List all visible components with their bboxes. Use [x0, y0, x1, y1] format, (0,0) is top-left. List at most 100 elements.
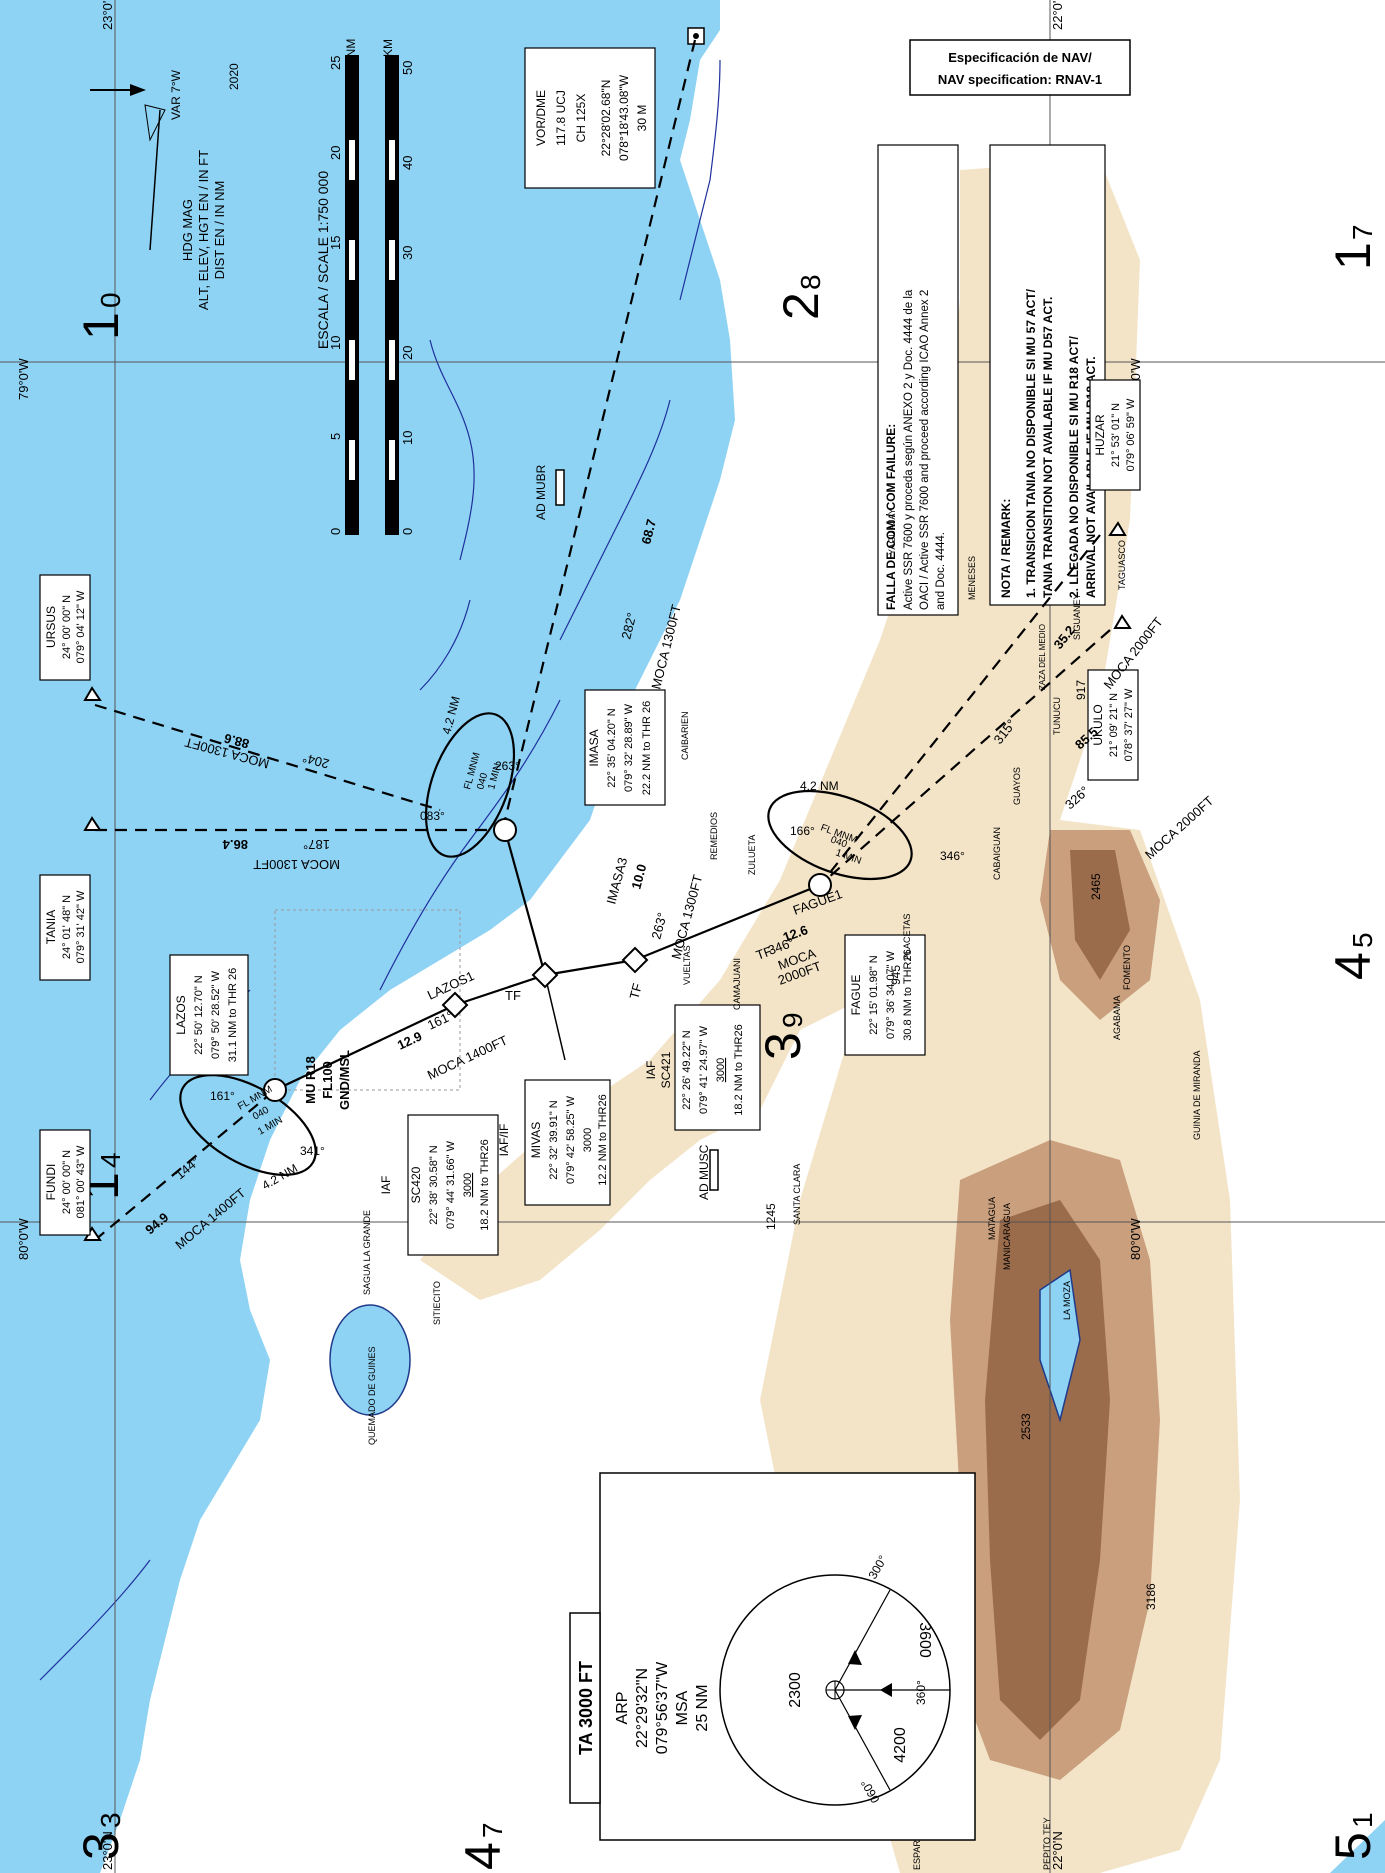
north-arrow: VAR 7°W 2020	[90, 63, 241, 251]
wp-ukulo: UKULO 21° 09' 21" N 078° 37' 27" W	[1087, 669, 1139, 781]
imasa-lat: 22° 35' 04.20" N	[606, 708, 618, 788]
imasa-hold-fl-val: 040	[475, 771, 490, 790]
hold-imasa	[424, 712, 516, 858]
remark-title: NOTA / REMARK:	[999, 499, 1013, 598]
grid-number-47-sub: 7	[477, 1822, 508, 1838]
tf-label-2: TF	[626, 981, 645, 1000]
airport-mubr: AD MUBR	[534, 464, 565, 520]
scale-km-0: 0	[400, 528, 415, 535]
place-names: YAGUAJAY MENESES TAGUASCO SIGUANEY ZAZA …	[362, 508, 1202, 1870]
sc420-dist: 18.2 NM to THR26	[479, 1139, 491, 1231]
remark-line3: 2. LLEGADA NO DISPONIBLE SI MU R18 ACT/	[1067, 336, 1081, 598]
huzar-name: HUZAR	[1093, 414, 1107, 456]
legend-dist: DIST EN / IN NM	[212, 181, 227, 280]
ukulo-lon: 078° 37' 27" W	[1123, 688, 1135, 761]
sc420-lat: 22° 38' 30.58" N	[428, 1145, 440, 1225]
lat-label-22n-top: 22°0'N	[1050, 0, 1065, 30]
nav-spec-line2: NAV specification: RNAV-1	[938, 72, 1102, 87]
mivas-lat: 22° 32' 39.91" N	[548, 1100, 560, 1180]
ukulo-lat: 21° 09' 21" N	[1108, 693, 1120, 757]
restricted-lower: GND/MSL	[337, 1050, 352, 1110]
town-santa-clara: SANTA CLARA	[792, 1164, 802, 1225]
msa-sector-2300: 2300	[787, 1672, 804, 1708]
msa-sector-line-060	[834, 1689, 891, 1791]
scale-label: ESCALA / SCALE 1:750 000	[315, 171, 331, 349]
mivas-dist: 12.2 NM to THR26	[597, 1094, 609, 1186]
grid-number-51: 5	[1325, 1832, 1381, 1860]
scale-nm-15: 15	[328, 236, 343, 250]
hold-fague	[767, 789, 913, 881]
elev-3186: 3186	[1144, 1583, 1158, 1610]
ukulo-name: UKULO	[1091, 704, 1105, 745]
scale-nm-0: 0	[328, 528, 343, 535]
waypoint-symbols	[83, 521, 1132, 1241]
lake-sagua	[329, 1304, 411, 1416]
wp-tania: TANIA 24° 01' 48" N 079° 31' 42" W	[39, 874, 91, 981]
tania-dist: 86.4	[222, 837, 248, 852]
fague-hold-inbound: 346°	[940, 849, 965, 863]
lazos-dist: 31.1 NM to THR 26	[227, 968, 239, 1063]
sc421-alt: 3000	[715, 1058, 727, 1082]
wp-mivas: IAF/IF MIVAS 22° 32' 39.91" N 079° 42' 5…	[497, 1079, 611, 1206]
sc421-type: IAF	[644, 1061, 658, 1080]
elev-2465: 2465	[1089, 873, 1103, 900]
grid-number-45: 4	[1325, 952, 1381, 980]
route-fague1-b	[544, 958, 636, 977]
town-tunucu: TUNUCU	[1052, 697, 1062, 735]
fundi-name: FUNDI	[44, 1164, 58, 1201]
lat-label-22n-bottom: 22°0'N	[1050, 1831, 1065, 1870]
town-manicaragua: MANICARAGUA	[1002, 1203, 1012, 1270]
msa-sector-4200: 4200	[892, 1727, 909, 1763]
var-year: 2020	[227, 63, 241, 90]
grid-number-45-sub: 5	[1347, 932, 1378, 948]
route-lazos1-b	[454, 973, 546, 1007]
fague-lat: 22° 15' 01.98" N	[868, 955, 880, 1035]
mivas-alt: 3000	[582, 1128, 594, 1152]
grid-number-51-sub: 1	[1347, 1812, 1378, 1828]
vor-icon	[687, 27, 705, 45]
terrain-low	[420, 160, 1140, 1300]
lazos-lat: 22° 50' 12.70" N	[193, 975, 205, 1055]
com-failure-line2: OACI / Active SSR 7600 and proceed accor…	[919, 290, 931, 610]
msa-arrow-060	[848, 1715, 862, 1730]
town-caibarien: CAIBARIEN	[680, 711, 690, 760]
scale-km-50: 50	[400, 61, 415, 75]
sc420-lon: 079° 44' 31.66" W	[445, 1140, 457, 1229]
sc420-name: SC420	[409, 1166, 423, 1203]
lazos-flyover-icon	[263, 1078, 287, 1102]
fague-hold-outbound: 166°	[790, 824, 815, 838]
imasa-name: IMASA	[587, 729, 601, 766]
tf-label-3: TF	[754, 943, 774, 963]
route-huzar	[819, 534, 1101, 886]
imasa-hold-outbound: 083°	[420, 809, 445, 823]
restricted-upper: FL100	[320, 1061, 335, 1099]
mivas-icon	[531, 961, 559, 989]
legend-hdg: HDG MAG	[180, 199, 195, 261]
town-esparta: ESPARTA	[912, 1829, 922, 1870]
msa-bearing-360: 360°	[914, 1680, 928, 1705]
huzar-triangle-icon	[1108, 521, 1127, 536]
msa-title: MSA	[674, 1690, 691, 1725]
tania-name: TANIA	[44, 910, 58, 944]
town-matagua: MATAGUA	[987, 1197, 997, 1240]
scale-nm-10: 10	[328, 336, 343, 350]
sc420-alt: 3000	[462, 1173, 474, 1197]
mivas-name: MIVAS	[529, 1122, 543, 1158]
ukulo-triangle-icon	[1113, 614, 1132, 629]
ursus-hdg: 204°	[301, 750, 331, 771]
lon-label-80w-right: 80°0'W	[1128, 1218, 1143, 1260]
town-guinia: GUINIA DE MIRANDA	[1192, 1050, 1202, 1140]
remark-line1: 1. TRANSICION TANIA NO DISPONIBLE SI MU …	[1024, 288, 1038, 598]
ursus-lat: 24° 00' 00" N	[61, 595, 73, 659]
restricted-area-mu-r18	[274, 909, 461, 1091]
ad-mubr-label: AD MUBR	[534, 464, 548, 520]
huzar-lat: 21° 53' 01" N	[1110, 403, 1122, 467]
route-fague1	[634, 883, 821, 962]
msa-box: TA 3000 FT ARP 22°29'32"N 079°56'37"W MS…	[569, 1472, 976, 1841]
scale-km-10: 10	[400, 431, 415, 445]
fague-hold-dist: 4.2 NM	[800, 779, 839, 793]
lazos-lon: 079° 50' 28.52" W	[210, 970, 222, 1059]
fundi-lon: 081° 00' 43" W	[75, 1145, 87, 1218]
msa-arrow-300	[848, 1650, 862, 1665]
